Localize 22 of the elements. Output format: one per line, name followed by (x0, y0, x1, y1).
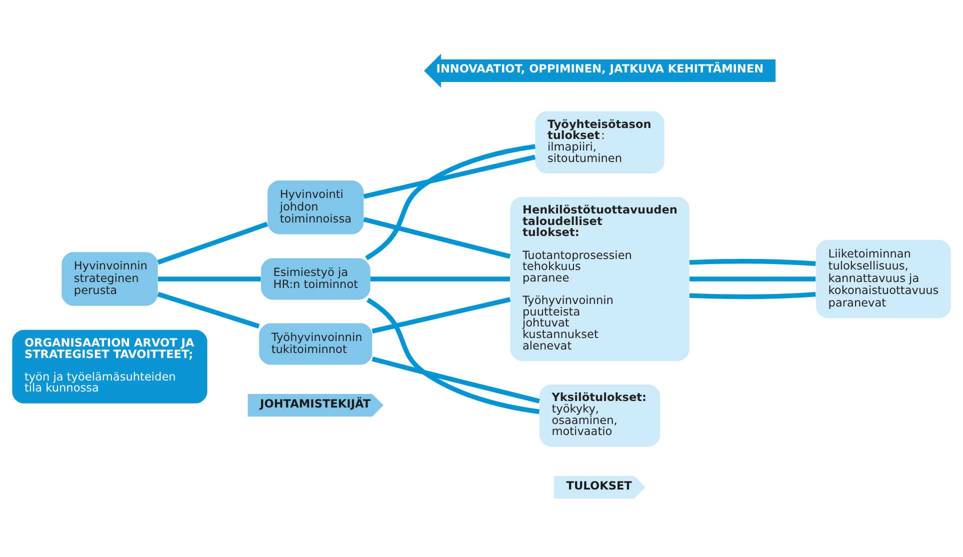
node-box: Hyvinvoinnin strateginen perusta (62, 252, 158, 306)
connector (363, 216, 511, 258)
connector (158, 276, 261, 281)
connector (157, 291, 260, 328)
connector (363, 154, 536, 198)
connector (689, 291, 816, 299)
node-box: Työyhteisötason tulokset: ilmapiiri, sitoutuminen (535, 110, 664, 173)
connector (157, 221, 268, 264)
node-box: Henkilöstötuottavuuden taloudelliset tulokset: Tuotantoprosessien tehokkuus paranee Työhyvinvoinnin puutteista johtuvat kustannukset alenevat (510, 196, 690, 360)
node-box: Työhyvinvoinnin tukitoiminnot (259, 322, 372, 364)
connector (370, 276, 510, 281)
connector (689, 276, 816, 281)
connector (365, 144, 536, 260)
connector (366, 297, 540, 414)
node-box: Hyvinvointi johdon toiminnoissa (268, 180, 364, 234)
connector (372, 296, 511, 333)
connector (689, 258, 816, 266)
node-box: ORGANISAATION ARVOT JA STRATEGISET TAVOITTEET; työn ja työelämäsuhteiden tila kunnossa (12, 329, 208, 403)
node-box: Liiketoiminnan tuloksellisuus, kannattavuus ja kokonaistuottavuus paranevat (816, 239, 951, 318)
node-box: Yksilötulokset: työkyky, osaaminen, motivaatio (539, 384, 660, 446)
connector (372, 356, 540, 403)
node-box: Esimiestyö ja HR:n toiminnot (260, 258, 370, 300)
